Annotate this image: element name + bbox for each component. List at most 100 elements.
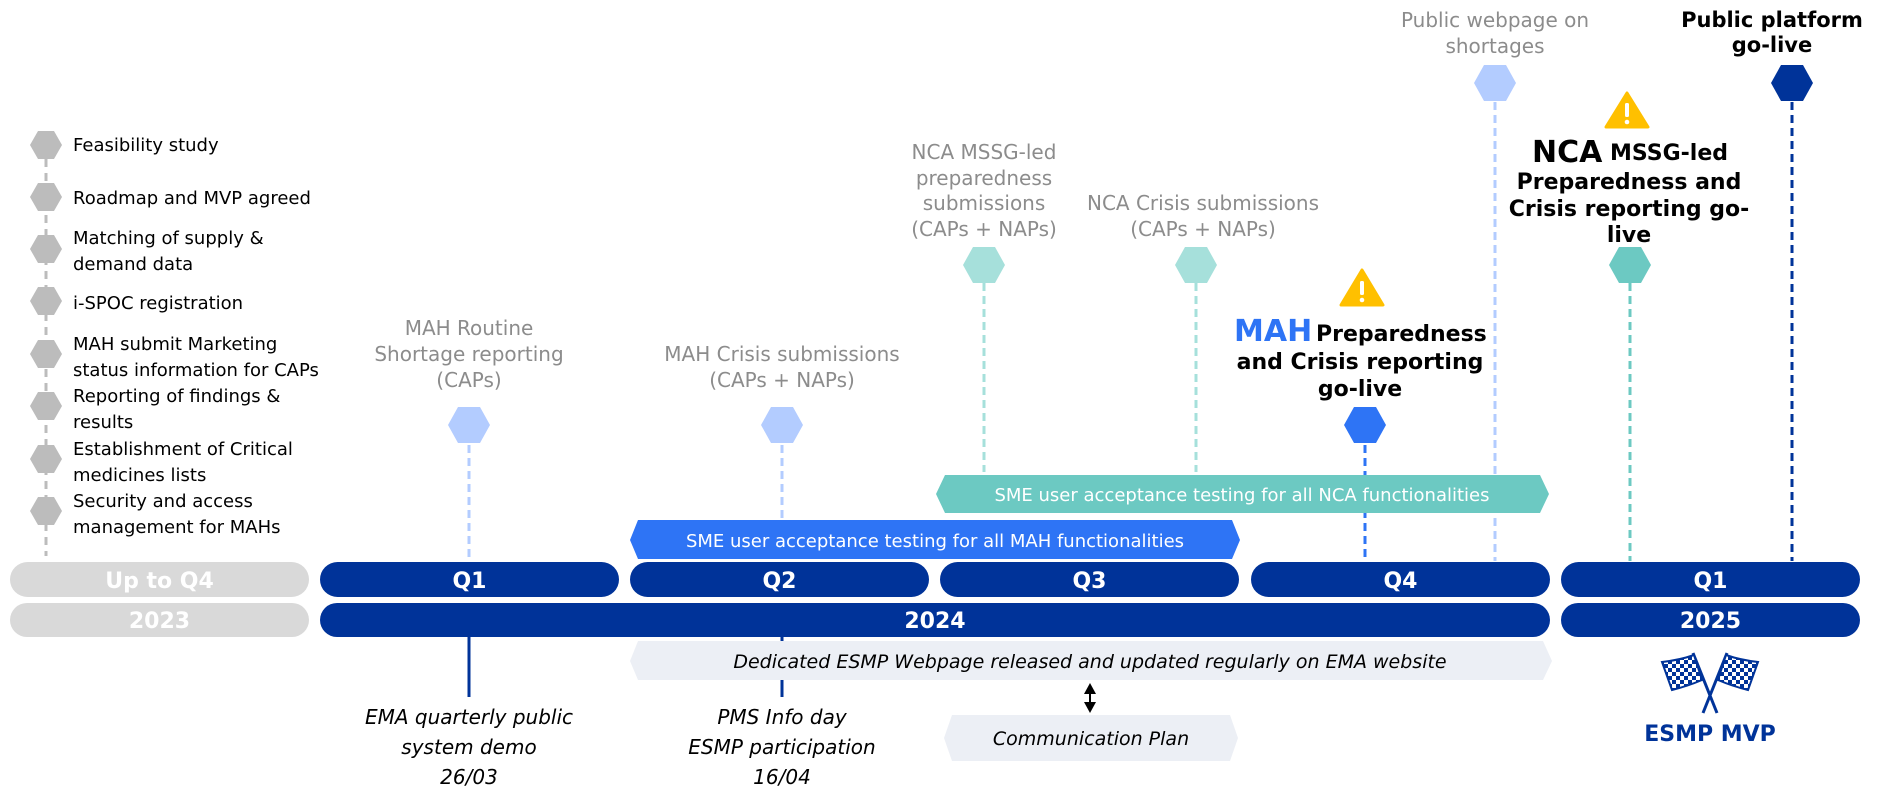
double-arrow-icon <box>1084 683 1096 713</box>
svg-text:(CAPs): (CAPs) <box>436 368 501 392</box>
svg-text:MAH Routine: MAH Routine <box>405 316 534 340</box>
completed-item-label-line2: status information for CAPs <box>73 360 319 381</box>
quarter-label-q4-2024: Q4 <box>1383 569 1417 594</box>
quarter-bar-q2-2024 <box>630 562 929 597</box>
public-platform-hexagon <box>1771 65 1813 101</box>
quarter-bar-q1-2024 <box>320 562 619 597</box>
completed-hexagon <box>30 131 62 159</box>
completed-item-label: Security and access <box>73 491 253 512</box>
year-bar-2023 <box>10 603 309 637</box>
mah-routine-hexagon <box>448 407 490 443</box>
nca-golive-hexagon <box>1609 247 1651 283</box>
public-webpage-label: Public webpage on shortages <box>1401 8 1589 58</box>
warning-triangle-icon <box>1604 91 1650 129</box>
completed-item: Roadmap and MVP agreed <box>30 183 311 211</box>
mah-golive-hexagon <box>1344 407 1386 443</box>
svg-text:(CAPs + NAPs): (CAPs + NAPs) <box>1130 217 1276 241</box>
completed-hexagon <box>30 497 62 525</box>
completed-item-label: Feasibility study <box>73 135 219 156</box>
completed-item-label-line2: management for MAHs <box>73 517 281 538</box>
checkered-flags-icon <box>1660 652 1760 714</box>
nca-crisis-label: NCA Crisis submissions (CAPs + NAPs) <box>1087 191 1319 241</box>
completed-item-label-line2: results <box>73 412 133 433</box>
webpage-banner-text: Dedicated ESMP Webpage released and upda… <box>733 651 1446 673</box>
completed-list: Feasibility study Roadmap and MVP agreed… <box>30 131 319 556</box>
mah-crisis-label: MAH Crisis submissions (CAPs + NAPs) <box>664 342 899 392</box>
mah-golive-prefix: MAH <box>1234 314 1312 349</box>
completed-item: Establishment of Critical medicines list… <box>30 439 293 486</box>
completed-item: MAH submit Marketing status information … <box>30 334 319 381</box>
completed-item: i-SPOC registration <box>30 287 243 315</box>
quarter-label-past: Up to Q4 <box>105 569 214 594</box>
svg-text:shortages: shortages <box>1445 34 1544 58</box>
quarter-bar-q4-2024 <box>1251 562 1550 597</box>
webpage-banner: Dedicated ESMP Webpage released and upda… <box>630 641 1552 680</box>
svg-text:(CAPs + NAPs): (CAPs + NAPs) <box>709 368 855 392</box>
svg-text:Shortage reporting: Shortage reporting <box>374 342 563 366</box>
public-webpage-hexagon <box>1474 65 1516 101</box>
nca-golive-line4: live <box>1607 223 1651 248</box>
completed-item-label: Matching of supply & <box>73 228 264 249</box>
completed-item: Matching of supply & demand data <box>30 228 264 275</box>
svg-text:EMA quarterly public: EMA quarterly public <box>365 705 573 729</box>
nca-uat-banner-text: SME user acceptance testing for all NCA … <box>994 485 1489 506</box>
svg-text:NCA Crisis submissions: NCA Crisis submissions <box>1087 191 1319 215</box>
svg-text:system demo: system demo <box>401 735 536 759</box>
mah-golive-line1: Preparedness <box>1316 322 1487 347</box>
completed-item-label: Reporting of findings & <box>73 386 280 407</box>
completed-hexagon <box>30 445 62 473</box>
year-label-2025: 2025 <box>1680 609 1741 634</box>
mah-golive-line2: and Crisis reporting <box>1237 350 1484 375</box>
completed-hexagon <box>30 392 62 420</box>
mah-uat-banner-text: SME user acceptance testing for all MAH … <box>686 531 1184 552</box>
year-label-2024: 2024 <box>904 609 965 634</box>
nca-golive-line1: MSSG-led <box>1610 141 1728 166</box>
year-label-2023: 2023 <box>129 609 190 634</box>
infoday-event-label: PMS Info day ESMP participation 16/04 <box>688 705 875 789</box>
svg-text:(CAPs + NAPs): (CAPs + NAPs) <box>911 217 1057 241</box>
mvp-label: ESMP MVP <box>1644 722 1776 747</box>
nca-golive-line3: Crisis reporting go- <box>1509 197 1750 222</box>
completed-item-label: i-SPOC registration <box>73 293 243 314</box>
completed-item-label: Establishment of Critical <box>73 439 293 460</box>
svg-text:26/03: 26/03 <box>440 765 498 789</box>
quarter-label-q1-2024: Q1 <box>452 569 486 594</box>
completed-item: Feasibility study <box>30 131 219 159</box>
nca-golive-label: NCA MSSG-led Preparedness and Crisis rep… <box>1509 135 1750 248</box>
svg-text:PMS Info day: PMS Info day <box>717 705 848 729</box>
svg-text:Public platform: Public platform <box>1681 8 1863 32</box>
timeline: Up to Q4 2023 Q1 Q2 Q3 Q4 2024 Q1 2025 <box>10 562 1860 637</box>
quarter-bar-q1-2025 <box>1561 562 1860 597</box>
quarter-bar-q3-2024 <box>940 562 1239 597</box>
nca-mssg-hexagon <box>963 247 1005 283</box>
svg-text:preparedness: preparedness <box>916 166 1052 190</box>
nca-golive-prefix: NCA <box>1532 135 1603 170</box>
completed-hexagon <box>30 183 62 211</box>
quarter-label-q3-2024: Q3 <box>1072 569 1106 594</box>
svg-text:NCA MSSG-led: NCA MSSG-led <box>912 140 1057 164</box>
year-bar-2024 <box>320 603 1550 637</box>
demo-event-label: EMA quarterly public system demo 26/03 <box>365 705 573 789</box>
mah-golive-label: MAH Preparedness and Crisis reporting go… <box>1234 314 1487 402</box>
svg-text:submissions: submissions <box>923 191 1046 215</box>
communication-plan-banner: Communication Plan <box>944 715 1238 761</box>
svg-text:MAH Crisis submissions: MAH Crisis submissions <box>664 342 899 366</box>
quarter-bar-past <box>10 562 309 597</box>
svg-text:16/04: 16/04 <box>753 765 811 789</box>
completed-item-label-line2: demand data <box>73 254 193 275</box>
mah-golive-line3: go-live <box>1318 377 1402 402</box>
svg-text:Public webpage on: Public webpage on <box>1401 8 1589 32</box>
year-bar-2025 <box>1561 603 1860 637</box>
nca-uat-banner: SME user acceptance testing for all NCA … <box>936 475 1549 513</box>
quarter-label-q1-2025: Q1 <box>1693 569 1727 594</box>
svg-text:go-live: go-live <box>1732 33 1813 57</box>
completed-item: Reporting of findings & results <box>30 386 280 433</box>
warning-triangle-icon <box>1339 268 1385 307</box>
completed-item-label-line2: medicines lists <box>73 465 206 486</box>
milestone-hexagons <box>448 65 1813 443</box>
completed-item-label: Roadmap and MVP agreed <box>73 188 311 209</box>
nca-golive-line2: Preparedness and <box>1517 170 1742 195</box>
completed-hexagon <box>30 287 62 315</box>
nca-crisis-hexagon <box>1175 247 1217 283</box>
